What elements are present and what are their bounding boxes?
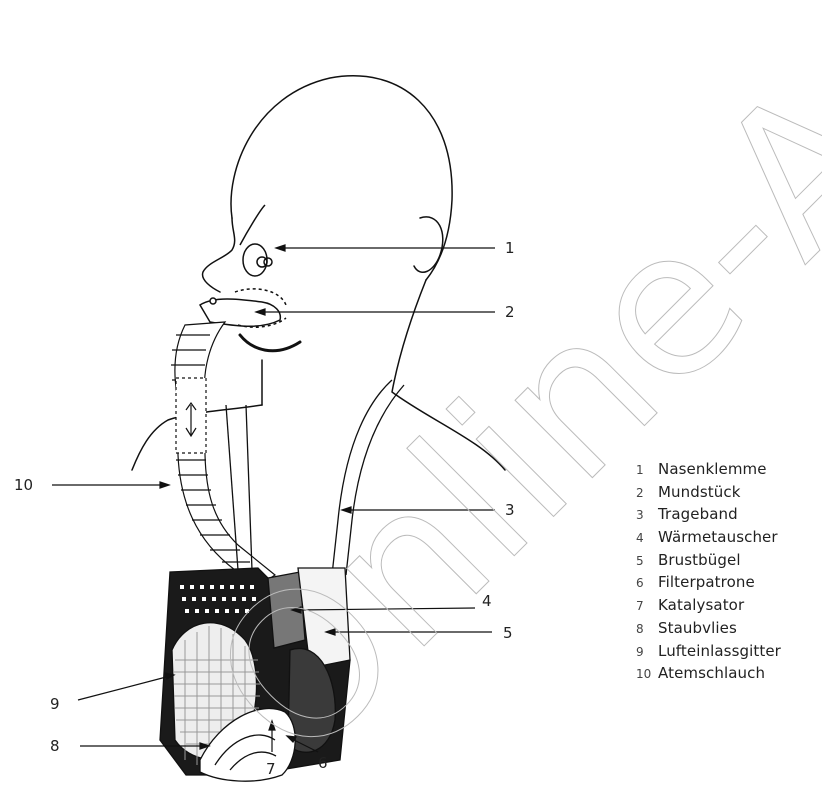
callout-6: 6: [318, 754, 328, 772]
callout-7: 7: [266, 760, 276, 778]
legend-label: Mundstück: [658, 483, 741, 501]
callout-1: 1: [505, 239, 515, 257]
legend-number: 8: [636, 622, 658, 636]
neck-strap: [226, 380, 404, 575]
legend-label: Brustbügel: [658, 551, 741, 569]
legend-label: Trageband: [658, 505, 738, 523]
mouthpiece: [200, 289, 286, 327]
callout-5: 5: [503, 624, 513, 642]
legend-label: Wärmetauscher: [658, 528, 778, 546]
legend-number: 2: [636, 486, 658, 500]
legend-label: Staubvlies: [658, 619, 737, 637]
legend-label: Atemschlauch: [658, 664, 765, 682]
callout-8: 8: [50, 737, 60, 755]
legend-number: 10: [636, 667, 658, 681]
legend-label: Nasenklemme: [658, 460, 767, 478]
callout-3: 3: [505, 501, 515, 519]
callout-9: 9: [50, 695, 60, 713]
legend-number: 6: [636, 576, 658, 590]
legend-number: 1: [636, 463, 658, 477]
legend-label: Lufteinlassgitter: [658, 642, 781, 660]
callout-2: 2: [505, 303, 515, 321]
legend-label: Katalysator: [658, 596, 744, 614]
legend-number: 4: [636, 531, 658, 545]
legend-number: 7: [636, 599, 658, 613]
legend-number: 5: [636, 554, 658, 568]
respirator-unit: [160, 568, 350, 781]
nose-clip: [240, 205, 272, 276]
legend-number: 3: [636, 508, 658, 522]
legend-label: Filterpatrone: [658, 573, 755, 591]
legend-number: 9: [636, 645, 658, 659]
breathing-hose: [171, 322, 275, 585]
callout-4: 4: [482, 592, 492, 610]
callout-10: 10: [14, 476, 33, 494]
